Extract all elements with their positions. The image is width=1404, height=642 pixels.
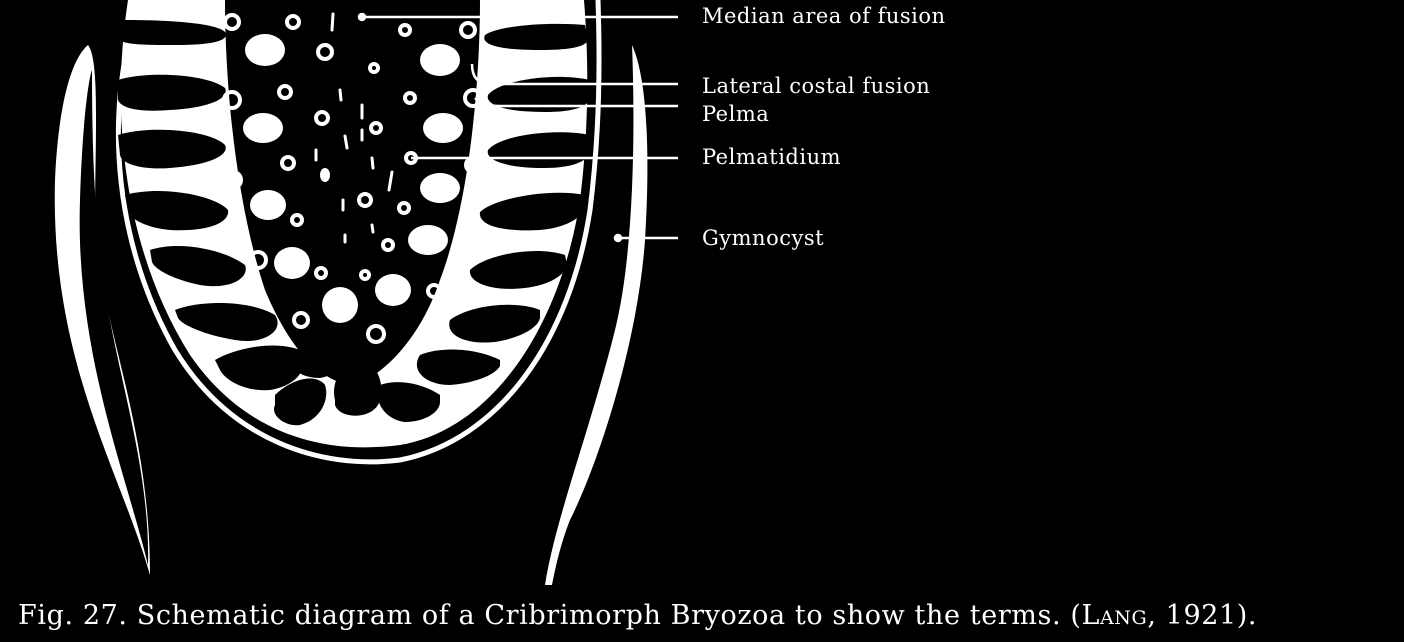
leader-gymnocyst-dot <box>613 233 623 243</box>
lobe-3 <box>250 190 286 220</box>
costa-right-5 <box>469 250 567 289</box>
lobe-5 <box>322 287 358 323</box>
outer-contour-right <box>545 45 648 585</box>
pore-13 <box>223 170 243 190</box>
pore-14 <box>290 213 304 227</box>
pore-2 <box>285 14 301 30</box>
pore-10 <box>280 155 296 171</box>
leader-lateral <box>470 63 678 86</box>
lobe-11 <box>320 168 330 182</box>
lobe-9 <box>423 113 463 143</box>
costa-left-4 <box>125 190 229 231</box>
median-dashes <box>314 12 394 244</box>
pore-17 <box>248 250 268 270</box>
costa-left-5 <box>150 245 246 287</box>
dash-4 <box>343 134 349 150</box>
dash-8 <box>387 170 394 192</box>
pore-26 <box>369 121 383 135</box>
pore-24 <box>359 269 371 281</box>
pore-8 <box>403 91 417 105</box>
costa-left-7 <box>215 345 304 391</box>
costa-left-2 <box>118 74 226 111</box>
lobe-2 <box>243 113 283 143</box>
label-pelma: Pelma <box>702 102 770 126</box>
pore-9 <box>463 88 483 108</box>
pore-1 <box>223 13 241 31</box>
costa-right-2 <box>487 76 590 112</box>
label-pelmatidium: Pelmatidium <box>702 145 842 169</box>
costa-right-8 <box>377 382 440 422</box>
caption-suffix: , 1921). <box>1147 600 1258 631</box>
dash-10 <box>370 223 375 234</box>
pore-3 <box>316 43 334 61</box>
shield-ring <box>116 0 602 465</box>
pelma-lobes <box>243 34 463 323</box>
leader-pelma <box>474 97 678 108</box>
lobe-1 <box>245 34 285 66</box>
costa-right-7 <box>416 349 500 385</box>
pore-20 <box>457 234 473 250</box>
pore-6 <box>222 90 242 110</box>
pore-16 <box>397 201 411 215</box>
pore-22 <box>292 311 310 329</box>
lobe-6 <box>375 274 411 306</box>
costa-left-8 <box>274 378 327 426</box>
costa-left-3 <box>118 129 226 169</box>
label-gymnocyst: Gymnocyst <box>702 226 825 250</box>
pore-21 <box>426 283 442 299</box>
caption-prefix: Fig. 27. Schematic diagram of a Cribrimo… <box>18 600 1082 631</box>
leader-median-dot <box>357 12 367 22</box>
pore-15 <box>357 192 373 208</box>
left-gymnocyst-fill <box>79 70 149 565</box>
costa-right-4 <box>479 192 585 231</box>
figure-caption: Fig. 27. Schematic diagram of a Cribrimo… <box>18 600 1257 632</box>
pore-19 <box>381 238 395 252</box>
pore-27 <box>368 62 380 74</box>
pore-4 <box>398 23 412 37</box>
pore-5 <box>459 21 477 39</box>
costa-right-1 <box>484 23 588 50</box>
costa-right-6 <box>449 304 540 343</box>
costa-left-1 <box>120 20 226 45</box>
dash-7 <box>370 156 375 170</box>
label-median-area-of-fusion: Median area of fusion <box>702 4 946 28</box>
caption-author: Lang <box>1081 600 1148 631</box>
lobe-4 <box>274 247 310 279</box>
lobe-7 <box>408 225 448 255</box>
dash-1 <box>330 12 335 32</box>
leader-lines <box>357 12 678 243</box>
pore-25 <box>314 110 330 126</box>
lobe-10 <box>420 44 460 76</box>
costa-left-6 <box>175 303 278 341</box>
pore-7 <box>277 84 293 100</box>
pore-23 <box>366 324 386 344</box>
pore-18 <box>314 266 328 280</box>
dash-2 <box>338 88 343 102</box>
label-lateral-costal-fusion: Lateral costal fusion <box>702 74 931 98</box>
lobe-8 <box>420 173 460 203</box>
